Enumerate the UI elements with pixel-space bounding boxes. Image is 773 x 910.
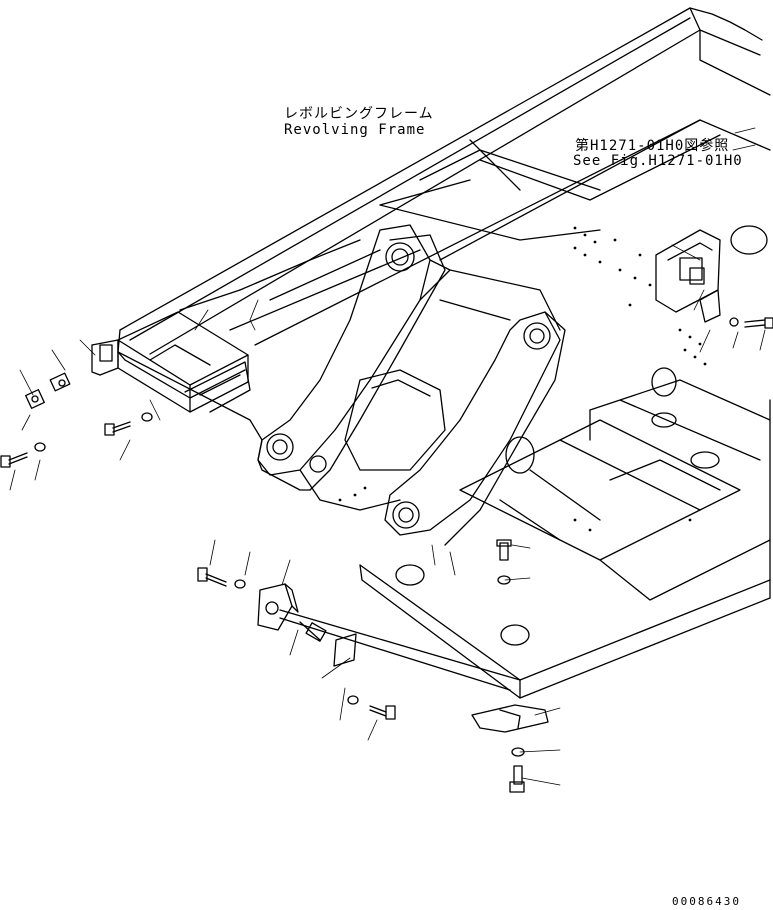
rivet-dots: [338, 226, 707, 532]
side-cover-bracket: [91, 339, 119, 376]
reference-label-english: See Fig.H1271-01H0: [573, 153, 743, 169]
relay-bracket: [655, 229, 773, 329]
leader-lines: [9, 127, 766, 786]
drawing-number: 00086430: [672, 895, 741, 908]
boom-bracket-right: [344, 259, 566, 546]
revolving-frame: [117, 7, 771, 699]
lamp-rod-assembly: [197, 567, 521, 720]
reference-label-japanese: 第H1271-01H0図参照: [575, 138, 730, 154]
frame-holes: [395, 225, 768, 646]
left-parts-cluster: [0, 372, 153, 468]
frame-label-japanese: レボルビングフレーム: [284, 106, 434, 122]
frame-label-english: Revolving Frame: [284, 122, 426, 138]
boom-bracket-left: [257, 224, 446, 511]
lower-right-fasteners: [471, 539, 549, 793]
